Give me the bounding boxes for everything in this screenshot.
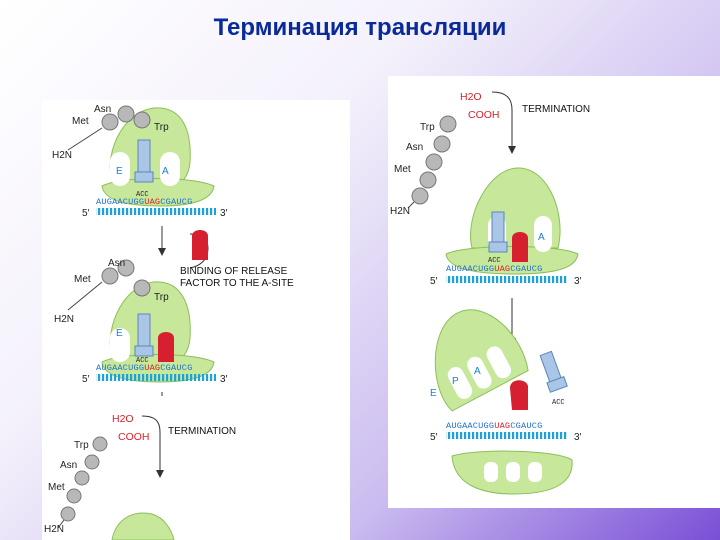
r-h2o-label: H2O	[460, 91, 482, 103]
r-trna-free	[539, 350, 568, 393]
r-site-p2: P	[452, 376, 459, 387]
stage3-ribosome-partial	[111, 512, 175, 540]
r-termination-label: TERMINATION	[522, 104, 590, 115]
stage3-met-label: Met	[48, 482, 65, 493]
r-cooh-label: COOH	[468, 109, 500, 121]
stage1-mrna-strand	[96, 208, 216, 215]
r-arrow-termination	[491, 91, 513, 148]
r-small-subunit	[451, 450, 573, 495]
binding-label-1: BINDING OF RELEASE	[180, 266, 288, 277]
stage1-site-e: E	[116, 166, 123, 177]
r-mrna-strand-free	[446, 432, 568, 439]
left-diagram: E A ACC Asn Met Trp H2N AUGAACUGGUAGCGAU…	[44, 104, 294, 540]
stage2-asn-label: Asn	[108, 258, 125, 269]
r-release-factor-free	[510, 380, 528, 410]
r-mrna-strand	[446, 276, 568, 283]
stage2-mrna-strand	[96, 374, 216, 381]
stage1-3prime: 3′	[220, 208, 228, 219]
r-met-label: Met	[394, 164, 411, 175]
r-3prime-free: 3′	[574, 432, 582, 443]
release-factor-incoming	[192, 230, 208, 260]
stage1-peptide-chain	[67, 105, 151, 151]
r-anticodon-free: ACC	[552, 399, 565, 407]
stage2-trna	[134, 313, 154, 357]
r-3prime: 3′	[574, 276, 582, 287]
stage3-termination-label: TERMINATION	[168, 426, 236, 437]
right-diagram: H2O COOH TERMINATION Trp Asn Met H2N A A…	[390, 91, 590, 495]
r-mrna-seq-free: AUGAACUGGUAGCGAUCG	[446, 421, 542, 431]
stage1-h2n-label: H2N	[52, 150, 72, 161]
stage2-met-label: Met	[74, 274, 91, 285]
stage2-site-e: E	[116, 328, 123, 339]
stage3-h2n-label: H2N	[44, 524, 64, 535]
stage3-cooh-label: COOH	[118, 431, 150, 443]
r-release-factor-bound	[512, 232, 528, 262]
r-large-subunit	[434, 309, 529, 412]
stage3-h2o-label: H2O	[112, 413, 134, 425]
r-h2n-label: H2N	[390, 206, 410, 217]
stage1-met-label: Met	[72, 116, 89, 127]
stage2-3prime: 3′	[220, 374, 228, 385]
r-trp-label: Trp	[420, 122, 435, 133]
binding-label-2: FACTOR TO THE A-SITE	[180, 278, 294, 289]
stage2-trp-label: Trp	[154, 292, 169, 303]
r-5prime: 5′	[430, 276, 438, 287]
stage2-h2n-label: H2N	[54, 314, 74, 325]
r-asn-label: Asn	[406, 142, 423, 153]
left-panel: E A ACC Asn Met Trp H2N AUGAACUGGUAGCGAU…	[42, 100, 350, 540]
stage3-trp-label: Trp	[74, 440, 89, 451]
r-peptide-chain	[407, 115, 457, 209]
stage1-asn-label: Asn	[94, 104, 111, 115]
right-panel: H2O COOH TERMINATION Trp Asn Met H2N A A…	[388, 76, 720, 508]
stage3-peptide-chain	[57, 436, 108, 529]
r-anticodon: ACC	[488, 257, 501, 265]
stage2-mrna-seq: AUGAACUGGUAGCGAUCG	[96, 363, 192, 373]
stage1-mrna-seq: AUGAACUGGUAGCGAUCG	[96, 197, 192, 207]
stage3-asn-label: Asn	[60, 460, 77, 471]
stage1-5prime: 5′	[82, 208, 90, 219]
r-site-a: A	[538, 232, 545, 243]
r-site-e2: E	[430, 388, 437, 399]
arrow-termination	[141, 415, 161, 472]
r-5prime-free: 5′	[430, 432, 438, 443]
stage1-anticodon: ACC	[136, 191, 149, 199]
stage2-5prime: 5′	[82, 374, 90, 385]
slide-title: Терминация трансляции	[213, 14, 507, 41]
stage1-trp-label: Trp	[154, 122, 169, 133]
r-mrna-seq: AUGAACUGGUAGCGAUCG	[446, 264, 542, 274]
stage2-peptide-chain	[67, 259, 151, 311]
stage2-release-factor	[158, 332, 174, 362]
r-trna	[488, 211, 508, 253]
stage1-trna	[134, 139, 154, 183]
stage2-anticodon: ACC	[136, 357, 149, 365]
r-site-a2: A	[474, 366, 481, 377]
stage1-site-a: A	[162, 166, 169, 177]
